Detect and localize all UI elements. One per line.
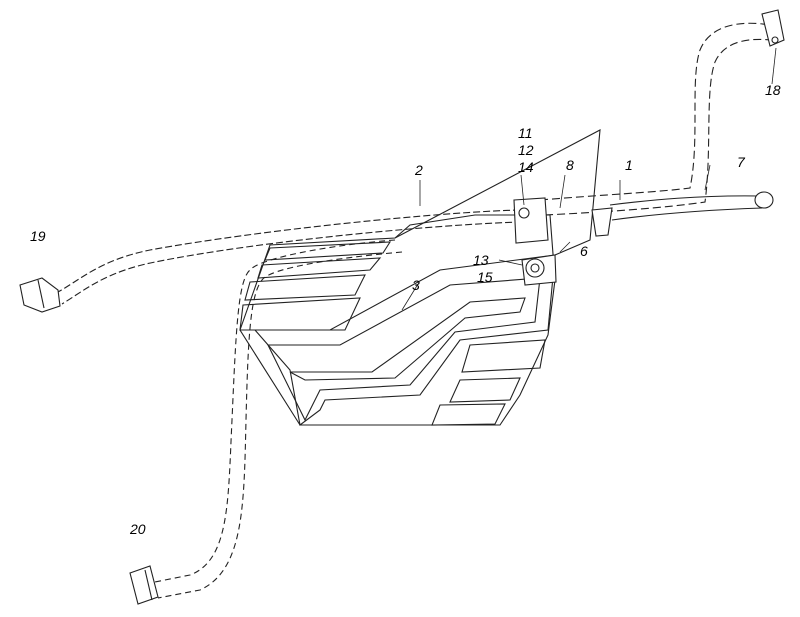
callout-3: 3 xyxy=(412,277,420,293)
callout-1: 1 xyxy=(625,157,633,173)
callout-2: 2 xyxy=(414,162,423,178)
callout-15: 15 xyxy=(477,269,493,285)
hose-2 xyxy=(19,209,523,313)
callout-14: 14 xyxy=(518,159,534,175)
tank-housing xyxy=(239,129,601,426)
callout-12: 12 xyxy=(518,142,534,158)
hose-20 xyxy=(129,239,403,605)
bracket-assembly xyxy=(513,197,613,286)
callout-20: 20 xyxy=(129,521,146,537)
callout-8: 8 xyxy=(566,157,574,173)
callout-11: 11 xyxy=(518,125,533,141)
callout-6: 6 xyxy=(580,243,588,259)
callout-19: 19 xyxy=(30,228,46,244)
pipe-1-7 xyxy=(539,9,785,221)
callout-7: 7 xyxy=(737,154,746,170)
leader-lines xyxy=(401,47,777,311)
callout-13: 13 xyxy=(473,252,489,268)
callout-18: 18 xyxy=(765,82,781,98)
